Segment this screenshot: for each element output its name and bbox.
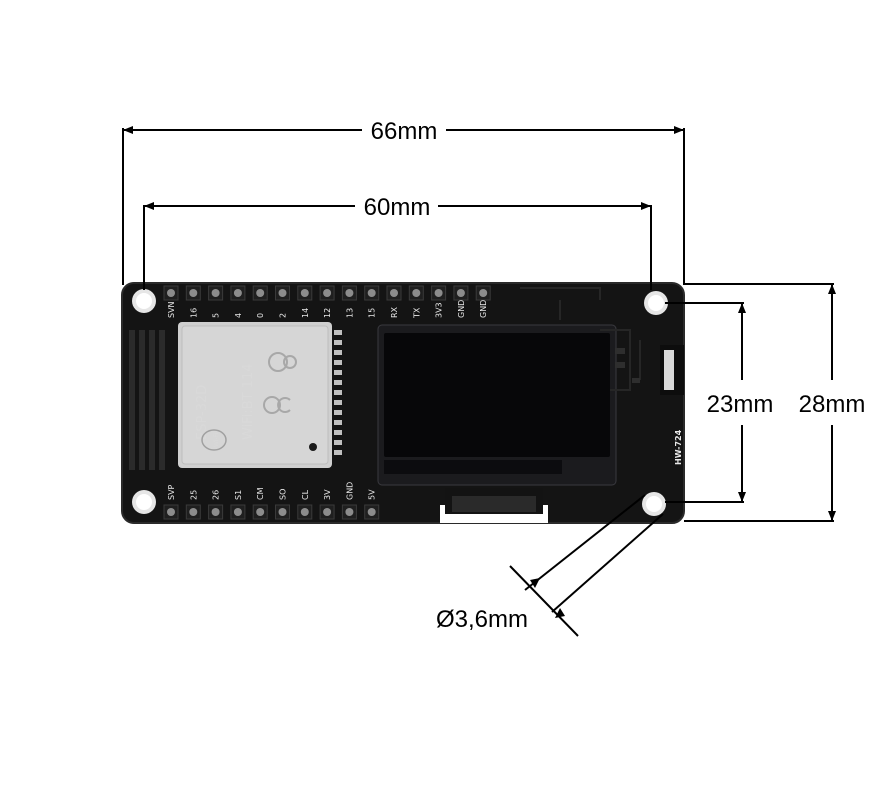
antenna-trace xyxy=(129,330,165,470)
header-pin: 15 xyxy=(364,285,380,318)
pin-label: 12 xyxy=(323,308,332,318)
ce-mark-icon xyxy=(263,396,291,414)
pin-label: SVN xyxy=(167,301,176,318)
mount-hole-bottom-right xyxy=(642,492,666,516)
pin-label: 5 xyxy=(212,313,221,318)
header-pin: 25 xyxy=(185,490,201,520)
header-pin: 2 xyxy=(275,285,290,318)
mount-hole-top-left xyxy=(132,289,156,313)
header-pin: 3V xyxy=(319,489,335,520)
header-pin: GND xyxy=(453,285,469,318)
pin-label: 25 xyxy=(189,490,198,500)
pin-label: 0 xyxy=(256,313,265,318)
header-pin: CL xyxy=(297,489,313,520)
pcb-traces xyxy=(520,287,641,391)
module-label: ESP-32D xyxy=(195,385,210,440)
pin-label: 3V xyxy=(323,489,332,500)
pin-label: 2 xyxy=(279,313,288,318)
pin-label: SVP xyxy=(167,484,176,500)
header-pin: S1 xyxy=(230,490,246,520)
dimension-lines xyxy=(122,128,834,637)
pin-label: TX xyxy=(412,307,421,319)
model-label: HW-724 xyxy=(674,429,683,465)
header-pin: 14 xyxy=(297,285,313,318)
wifi-badge: Wi-Fi xyxy=(201,429,227,451)
pin-label: CL xyxy=(301,489,310,500)
mount-hole-bottom-left xyxy=(132,490,156,514)
header-pin: 12 xyxy=(319,285,335,318)
dim-total-length: 66mm xyxy=(371,118,438,145)
bottom-pin-header: SVP 25 26 S1 CM SO CL 3V GND 5V xyxy=(163,482,380,520)
module-sub-label: WiFi:BT 114 xyxy=(241,363,256,440)
pin-label: SO xyxy=(279,489,288,500)
header-pin: CM xyxy=(252,487,268,520)
pin-label: 26 xyxy=(212,490,221,500)
mount-hole-top-right xyxy=(644,291,668,315)
smd-components xyxy=(615,348,640,383)
module-dot xyxy=(309,443,317,451)
header-pin: RX xyxy=(386,285,402,318)
pin-label: 4 xyxy=(234,313,243,318)
header-pin: TX xyxy=(408,285,424,319)
header-pin: 5V xyxy=(364,489,380,520)
header-pin: 16 xyxy=(185,285,201,318)
oled-screen xyxy=(377,324,617,514)
dimension-arrows xyxy=(123,126,836,618)
header-pin: SVN xyxy=(163,285,179,318)
esp32-module: ESP-32D WiFi:BT 114 Wi-Fi xyxy=(178,322,342,468)
header-pin: GND xyxy=(341,482,357,520)
top-pin-header: SVN 16 5 4 0 2 14 12 13 15 RX TX 3V3 GND GND xyxy=(163,285,491,319)
header-pin: 5 xyxy=(208,285,224,318)
fcc-logo-icon xyxy=(268,352,297,372)
pin-label: 15 xyxy=(368,308,377,318)
pin-label: 13 xyxy=(345,308,354,318)
dim-hole-vertical: 23mm xyxy=(707,391,774,418)
pin-label: 14 xyxy=(301,308,310,318)
header-pin: SO xyxy=(275,489,290,520)
pin-label: 16 xyxy=(189,308,198,318)
pin-label: CM xyxy=(256,487,265,500)
pin-label: GND xyxy=(479,300,488,318)
pin-label: GND xyxy=(345,482,354,500)
dim-hole-spacing: 60mm xyxy=(364,194,431,221)
pin-label: RX xyxy=(390,306,399,318)
pin-label: 3V3 xyxy=(435,302,444,318)
header-pin: 26 xyxy=(208,490,224,520)
header-pin: SVP xyxy=(163,484,179,520)
header-pin: GND xyxy=(475,285,491,318)
pin-label: S1 xyxy=(234,490,243,500)
dim-hole-diameter: Ø3,6mm xyxy=(436,606,528,633)
wifi-badge-text: Wi-Fi xyxy=(213,432,220,447)
header-pin: 4 xyxy=(230,285,246,318)
header-pin: 0 xyxy=(252,285,268,318)
header-pin: 13 xyxy=(341,285,357,318)
header-pin: 3V3 xyxy=(431,285,447,318)
pin-label: 5V xyxy=(368,489,377,500)
dim-total-height: 28mm xyxy=(799,391,866,418)
pin-label: GND xyxy=(457,300,466,318)
